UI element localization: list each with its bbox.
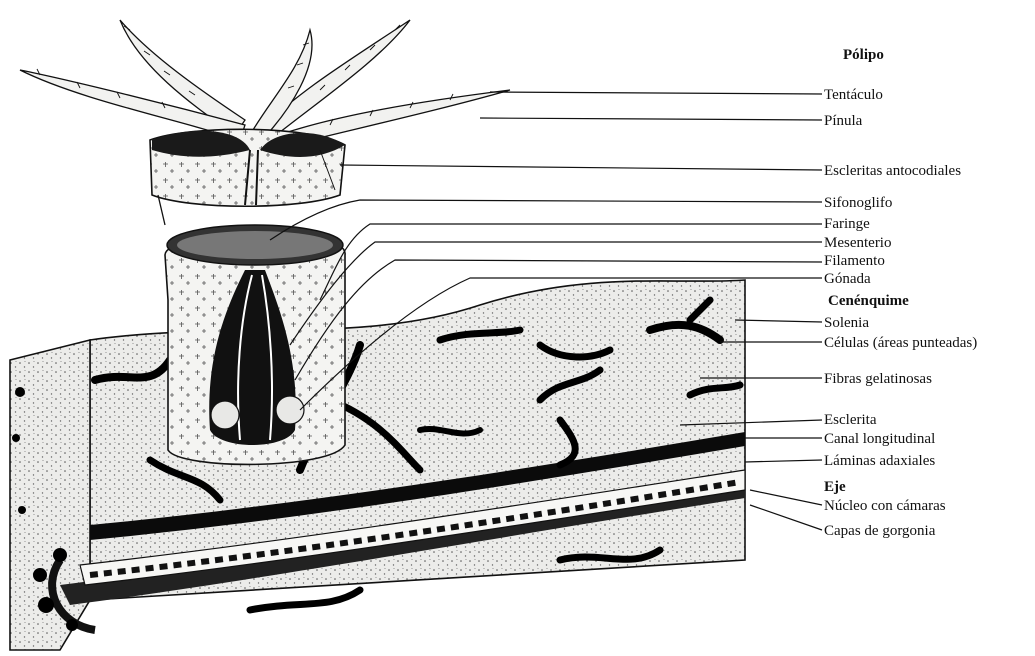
- label-tentacle: Tentáculo: [824, 87, 883, 103]
- label-gelatinous-fibers: Fibras gelatinosas: [824, 371, 932, 387]
- label-pharynx: Faringe: [824, 216, 870, 232]
- label-siphonoglyph: Sifonoglifo: [824, 195, 892, 211]
- label-gorgonin-layers: Capas de gorgonia: [824, 523, 936, 539]
- label-sclerite: Esclerita: [824, 412, 877, 428]
- label-filament: Filamento: [824, 253, 885, 269]
- polyp-top: [20, 20, 510, 225]
- label-anthocodial-sclerites: Escleritas antocodiales: [824, 163, 961, 179]
- label-adaxial-laminae: Láminas adaxiales: [824, 453, 935, 469]
- label-pinnule: Pínula: [824, 113, 863, 129]
- label-cells: Células (áreas punteadas): [824, 335, 977, 351]
- label-mesentery: Mesenterio: [824, 235, 891, 251]
- polyp-section: [165, 225, 345, 464]
- label-solenia: Solenia: [824, 315, 869, 331]
- label-longitudinal-canal: Canal longitudinal: [824, 431, 935, 447]
- group-label-polyp: Pólipo: [843, 47, 884, 63]
- group-label-axis: Eje: [824, 479, 846, 495]
- label-chambered-core: Núcleo con cámaras: [824, 498, 946, 514]
- labels: Pólipo Tentáculo Pínula Escleritas antoc…: [824, 47, 977, 539]
- label-gonad: Gónada: [824, 271, 871, 287]
- group-label-coenenchyme: Cenénquime: [828, 293, 909, 309]
